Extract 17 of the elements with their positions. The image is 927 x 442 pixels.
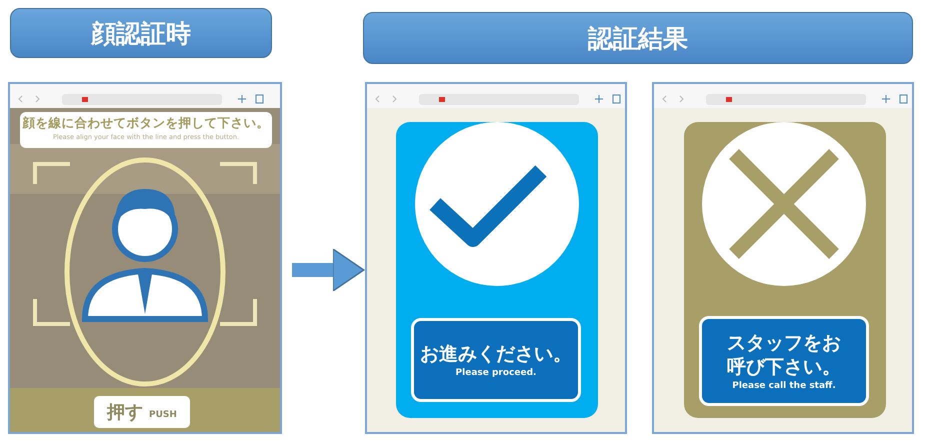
message-text: スタッフをお呼び下さい。 <box>726 331 842 379</box>
tablet-screenshot <box>8 82 282 434</box>
tablet-screenshot <box>365 82 627 434</box>
button-sublabel: PUSH <box>149 410 177 420</box>
message-panel <box>699 316 869 406</box>
message-text: お進みください。 <box>420 342 572 366</box>
heading-banner: 認証結果 <box>363 12 913 64</box>
tablet-screenshot <box>652 82 914 434</box>
speech-bubble <box>20 112 272 148</box>
button-label: 押す <box>107 401 144 424</box>
push-button <box>94 396 190 428</box>
message-panel <box>411 318 581 402</box>
message-subtext: Please proceed. <box>456 368 536 378</box>
instruction-text: 顔を線に合わせてボタンを押して下さい。 <box>22 114 270 131</box>
arrow <box>292 248 364 292</box>
heading-banner: 顔認証時 <box>10 8 272 58</box>
message-subtext: Please call the staff. <box>732 381 836 391</box>
